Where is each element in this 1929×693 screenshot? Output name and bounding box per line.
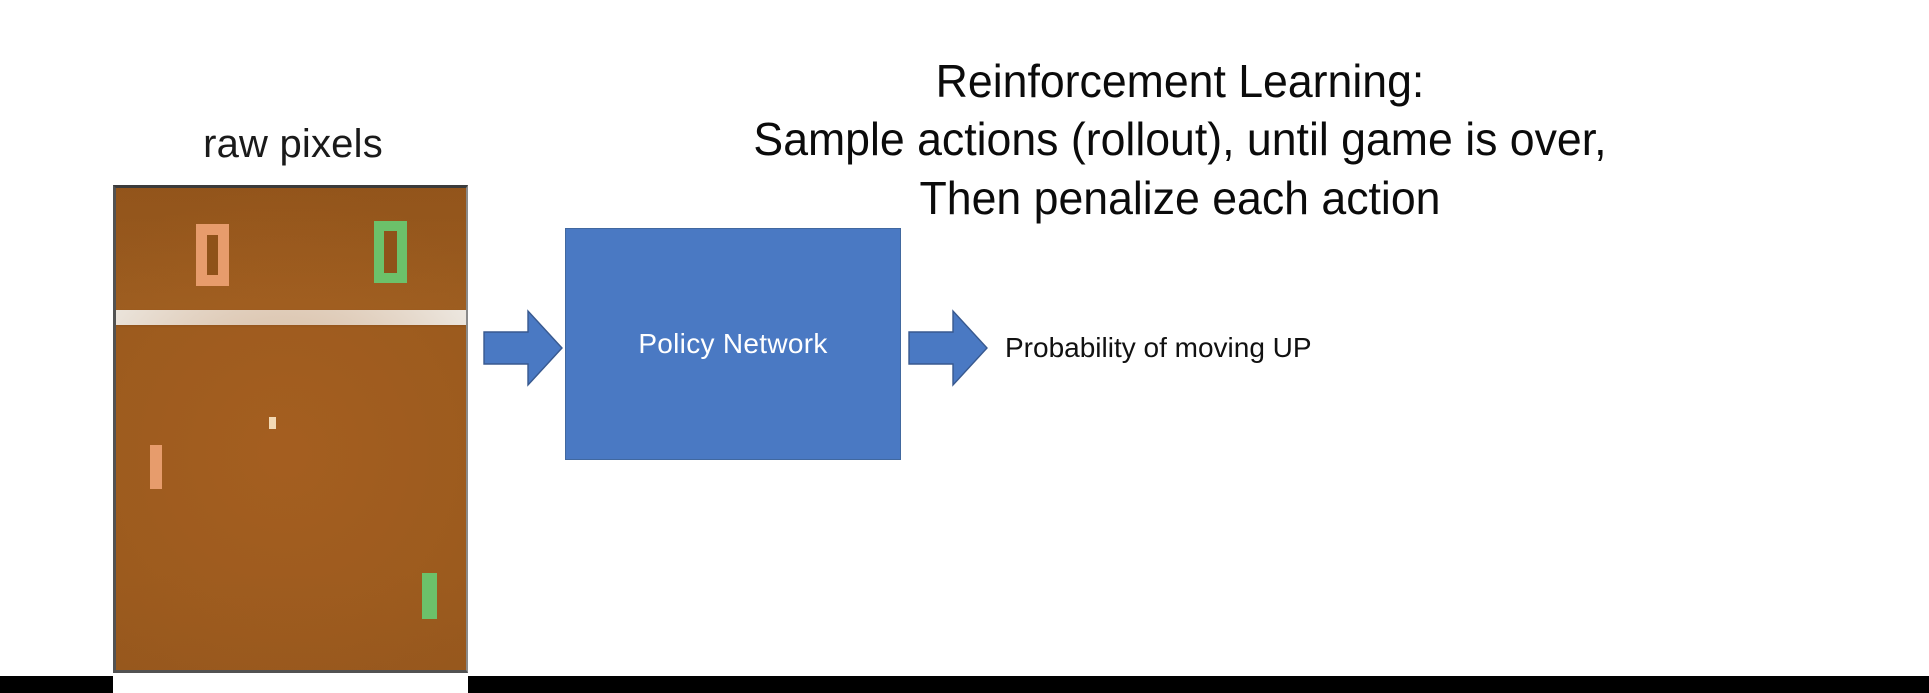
policy-network-box[interactable]: Policy Network [565, 228, 901, 460]
pong-paddle-right [422, 573, 437, 619]
bottom-black-band-left [0, 676, 113, 693]
pong-game-frame [113, 185, 468, 673]
pong-score-right [374, 221, 407, 283]
bottom-black-band-right [468, 676, 1929, 693]
heading-line-3: Then penalize each action [919, 171, 1441, 224]
pong-score-right-digit-hole [384, 231, 397, 273]
output-probability-label: Probability of moving UP [1005, 332, 1312, 363]
pong-divider-bar [116, 310, 466, 325]
heading-line-1: Reinforcement Learning: [935, 55, 1425, 107]
arrow-right-icon-output [908, 308, 988, 388]
arrow-right-icon-input [483, 308, 563, 388]
pong-ball [269, 417, 276, 429]
heading-line-2: Sample actions (rollout), until game is … [753, 113, 1607, 166]
slide-heading: Reinforcement Learning: Sample actions (… [656, 52, 1704, 227]
pong-paddle-left [150, 445, 162, 489]
pong-score-left [196, 224, 229, 286]
pong-score-band [116, 188, 466, 310]
raw-pixels-caption: raw pixels [203, 122, 383, 166]
policy-network-label: Policy Network [638, 328, 828, 359]
pong-score-left-digit-hole [207, 235, 218, 275]
